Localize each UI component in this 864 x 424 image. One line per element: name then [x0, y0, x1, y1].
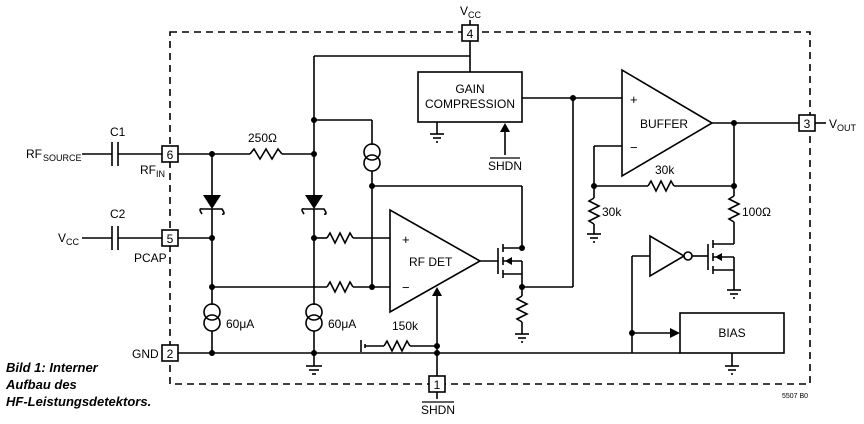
ground-symbol-bias — [725, 365, 739, 375]
resistor-250 — [249, 147, 283, 161]
resistor-100 — [727, 195, 741, 223]
rf-in-sub: IN — [156, 169, 165, 179]
vcc-left-sub: CC — [66, 237, 79, 247]
r-30k-left-label: 30k — [602, 205, 622, 219]
buffer-plus: + — [630, 92, 638, 107]
resistor-minus-input — [326, 280, 354, 294]
caption-line1: Bild 1: Interner — [6, 360, 99, 375]
gain-compression-block — [417, 71, 523, 123]
pcap-label: PCAP — [134, 251, 167, 265]
resistor-30k-left — [587, 197, 601, 225]
current-source-top — [363, 143, 381, 172]
caption-line3: HF-Leistungsdetektors. — [6, 394, 151, 409]
gain-compression-line2: COMPRESSION — [425, 97, 515, 111]
svg-text:3: 3 — [804, 117, 811, 131]
ground-symbol-rf-det — [515, 333, 529, 343]
pin-vcc-top: 4 — [461, 24, 479, 42]
rf-in-label: RF — [140, 163, 156, 177]
buffer-label: BUFFER — [640, 117, 688, 131]
bias-label: BIAS — [718, 326, 745, 340]
r-100-label: 100Ω — [742, 205, 771, 219]
svg-text:2: 2 — [167, 347, 174, 361]
svg-text:1: 1 — [434, 378, 441, 392]
r-250-label: 250Ω — [248, 131, 277, 145]
pin-rf-in: 6 — [161, 145, 179, 163]
vout-label: V — [829, 117, 837, 131]
resistor-plus-input — [326, 231, 354, 245]
figure-code: 5507 B0 — [782, 393, 808, 400]
vcc-top-label: V — [460, 4, 468, 18]
vcc-left-label: V — [58, 231, 66, 245]
ground-symbol-middle — [306, 365, 322, 375]
pin-shdn-bottom: 1 — [428, 375, 446, 393]
resistor-30k-top — [647, 179, 675, 193]
buffer-amplifier — [621, 68, 714, 178]
cs-60ua-left-label: 60μA — [226, 317, 254, 331]
ground-symbol-output — [727, 289, 741, 299]
gnd-label: GND — [132, 347, 159, 361]
rf-det-minus: − — [402, 280, 410, 295]
inverter — [649, 234, 693, 278]
rf-det-label: RF DET — [409, 255, 453, 269]
ground-symbol-30k — [587, 233, 601, 243]
capacitor-c2 — [82, 226, 162, 250]
vcc-top-sub: CC — [468, 10, 481, 20]
gain-compression-line1: GAIN — [455, 82, 484, 96]
cs-60ua-right-label: 60μA — [328, 317, 356, 331]
current-source-middle — [305, 303, 323, 332]
gain-compression-shdn: SHDN — [488, 159, 522, 173]
svg-text:5: 5 — [167, 232, 174, 246]
buffer-minus: − — [630, 140, 638, 155]
svg-text:4: 4 — [467, 27, 474, 41]
r-30k-top-label: 30k — [655, 163, 675, 177]
c1-label: C1 — [110, 125, 126, 139]
rf-source-sub: SOURCE — [43, 153, 82, 163]
pin-gnd: 2 — [161, 344, 179, 362]
rf-det-plus: + — [402, 232, 410, 247]
pin-vout: 3 — [798, 114, 816, 132]
capacitor-c1 — [82, 142, 162, 166]
bias-block — [679, 312, 785, 354]
transistor-rf-det — [497, 244, 522, 278]
pin-pcap: 5 — [161, 229, 179, 247]
vout-sub: OUT — [837, 123, 857, 133]
resistor-150k — [383, 339, 411, 353]
resistor-rf-det-load — [515, 295, 529, 323]
transistor-output — [707, 240, 734, 274]
current-source-left — [203, 303, 221, 332]
shdn-bottom-label: SHDN — [421, 403, 455, 417]
rf-source-label: RF — [26, 147, 42, 161]
c2-label: C2 — [110, 207, 126, 221]
svg-text:6: 6 — [167, 148, 174, 162]
ground-symbol-150k — [360, 340, 366, 352]
caption-line2: Aufbau des — [5, 377, 77, 392]
chip-boundary — [169, 31, 811, 385]
ground-symbol-gain — [430, 133, 444, 143]
r-150k-label: 150k — [392, 319, 419, 333]
rf-det-amplifier — [389, 208, 482, 314]
